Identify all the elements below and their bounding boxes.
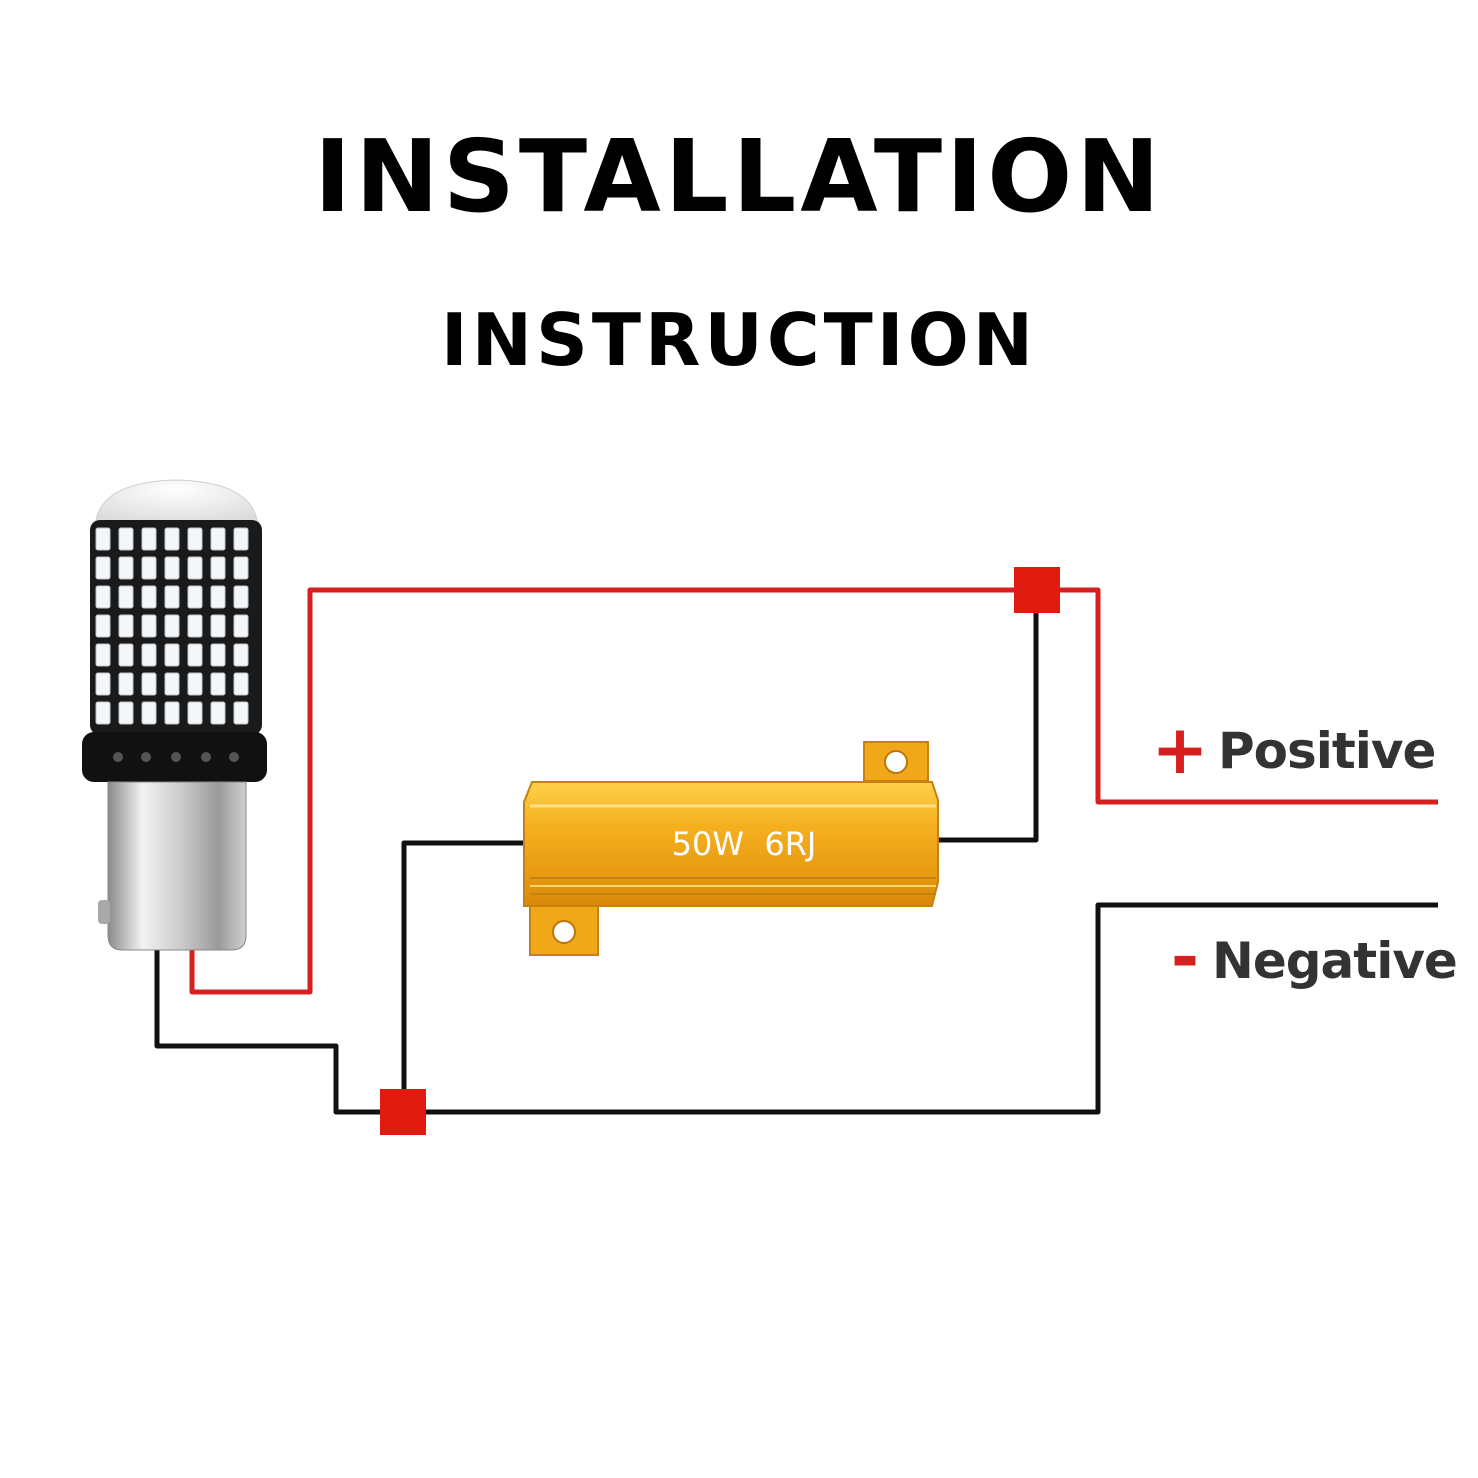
led-chip <box>210 643 226 667</box>
led-chip <box>141 672 157 696</box>
led-chip <box>164 701 180 725</box>
page-title: INSTALLATION <box>314 118 1164 235</box>
bulb-dome <box>94 479 259 531</box>
negative-symbol: - <box>1171 918 1199 997</box>
led-chip <box>187 643 203 667</box>
led-chip <box>141 585 157 609</box>
led-chip <box>164 585 180 609</box>
resistor-bottom-hole <box>552 920 576 944</box>
led-chip <box>187 527 203 551</box>
led-chip <box>118 585 134 609</box>
positive-symbol: + <box>1152 711 1209 790</box>
positive-junction <box>1014 567 1060 613</box>
led-chip <box>233 527 249 551</box>
led-chip <box>187 614 203 638</box>
led-chip <box>210 527 226 551</box>
positive-label: Positive <box>1218 722 1435 780</box>
led-chip <box>164 527 180 551</box>
led-chip <box>210 556 226 580</box>
resistor-right-lead <box>936 590 1039 843</box>
positive-wires <box>189 587 1438 995</box>
led-chip <box>210 585 226 609</box>
led-chip <box>233 614 249 638</box>
led-chip <box>141 643 157 667</box>
resistor-label: 50W 6RJ <box>672 825 817 863</box>
led-chip <box>118 701 134 725</box>
led-chip <box>233 701 249 725</box>
led-chip <box>141 614 157 638</box>
led-chip <box>164 672 180 696</box>
led-chip <box>233 585 249 609</box>
led-chip <box>141 527 157 551</box>
led-chip-grid <box>95 527 249 725</box>
led-chip <box>187 672 203 696</box>
led-chip <box>233 556 249 580</box>
led-chip <box>95 527 111 551</box>
bulb-positive-wire <box>189 587 1438 995</box>
negative-label: Negative <box>1212 932 1457 990</box>
led-chip <box>187 556 203 580</box>
led-chip <box>164 614 180 638</box>
negative-junction <box>380 1089 426 1135</box>
led-chip <box>141 556 157 580</box>
resistor-left-lead <box>401 840 530 1112</box>
led-chip <box>95 585 111 609</box>
led-chip <box>95 701 111 725</box>
load-resistor: 50W 6RJ <box>523 741 939 956</box>
led-chip <box>233 643 249 667</box>
led-chip <box>118 672 134 696</box>
bulb-ground-wire <box>154 902 1438 1115</box>
terminal-labels: + Positive - Negative <box>1152 711 1458 997</box>
bulb-base <box>107 781 247 951</box>
led-chip <box>187 585 203 609</box>
negative-wires <box>154 590 1438 1115</box>
led-chip <box>118 527 134 551</box>
led-chip <box>141 701 157 725</box>
led-chip <box>118 614 134 638</box>
led-chip <box>210 672 226 696</box>
led-chip <box>210 614 226 638</box>
led-chip <box>187 701 203 725</box>
led-chip <box>233 672 249 696</box>
resistor-top-hole <box>884 750 908 774</box>
led-chip <box>95 556 111 580</box>
bulb-pin <box>98 900 110 924</box>
led-chip <box>95 614 111 638</box>
led-chip <box>95 672 111 696</box>
led-chip <box>164 643 180 667</box>
led-bulb-illustration <box>82 479 267 951</box>
led-chip <box>210 701 226 725</box>
page-subtitle: INSTRUCTION <box>440 298 1038 382</box>
led-chip <box>164 556 180 580</box>
led-chip <box>118 643 134 667</box>
led-chip <box>95 643 111 667</box>
led-chip <box>118 556 134 580</box>
